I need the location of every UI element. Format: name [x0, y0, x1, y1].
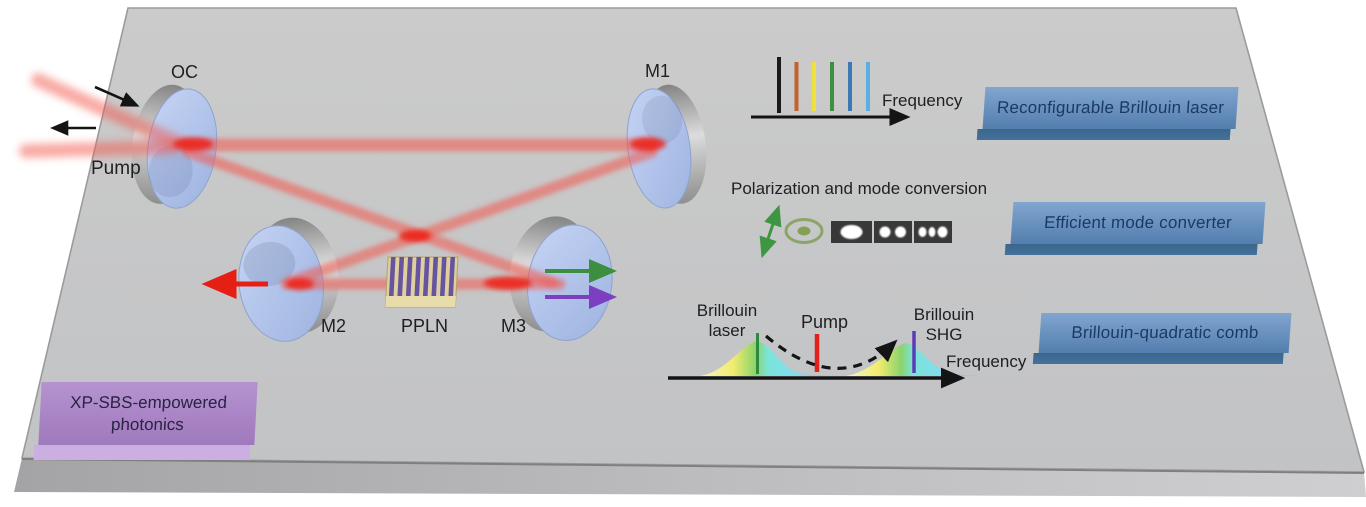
spot-crossing: [399, 230, 431, 242]
app-box-efficient-mode-converter: Efficient mode converter: [1004, 202, 1266, 255]
table-edge-line: [21, 458, 1365, 474]
title-box-line1: XP-SBS-empowered: [69, 393, 228, 413]
mirror-oc-shade: [148, 145, 193, 198]
spot-oc: [173, 137, 213, 151]
m2-label: M2: [321, 316, 347, 336]
brillouin-shg-label-line2: SHG: [925, 325, 963, 344]
pump-label: Pump: [91, 158, 141, 179]
app-box-front: [1032, 353, 1284, 364]
left-peak: [700, 341, 836, 376]
circular-polarization-dot: [797, 226, 811, 236]
brillouin-shg-label-line1: Brillouin: [913, 305, 975, 324]
spot-m2: [286, 278, 314, 290]
brillouin-laser-label-line1: Brillouin: [696, 301, 758, 320]
mirror-m1-shade: [641, 95, 683, 144]
ppln-label: PPLN: [401, 316, 449, 336]
polarization-title: Polarization and mode conversion: [731, 179, 988, 198]
title-box-face: XP-SBS-empowered photonics: [38, 382, 258, 445]
app-box-brillouin-quadratic-comb: Brillouin-quadratic comb: [1032, 313, 1292, 364]
app-box-face: Efficient mode converter: [1010, 202, 1266, 244]
shg-spectrum: [668, 331, 980, 389]
oc-label: OC: [171, 62, 198, 82]
shg-frequency-label: Frequency: [946, 352, 1027, 371]
conversion-dashed-arrow: [764, 334, 898, 370]
title-box-line2: photonics: [110, 414, 185, 434]
brillouin-laser-label-line2: laser: [708, 321, 746, 340]
comb-frequency-label: Frequency: [882, 91, 963, 110]
cavity-arrows: [50, 85, 617, 309]
circular-polarization-icon: [784, 218, 824, 244]
app-box-front: [976, 129, 1231, 140]
polarization-arrow-icon: [759, 204, 782, 259]
spot-m1: [630, 137, 666, 151]
mode-icon-2: [874, 221, 912, 243]
mirror-m3: [509, 216, 613, 341]
mode-lobes: [840, 225, 948, 239]
table-front-face: [14, 458, 1366, 497]
pump-beams: [19, 73, 185, 158]
ppln-poling-stripes: [388, 257, 456, 296]
pump-reflected-beam: [19, 140, 179, 158]
beam-m1-m2: [284, 146, 658, 288]
ppln-substrate: [385, 296, 456, 307]
app-box-label: Brillouin-quadratic comb: [1070, 323, 1260, 342]
app-box-front: [1004, 244, 1258, 255]
app-box-label: Efficient mode converter: [1043, 213, 1233, 232]
m1-label: M1: [645, 61, 671, 81]
mode-conversion-icons: [759, 204, 952, 259]
pump-input-arrow: [94, 85, 140, 107]
brillouin-laser-label: Brillouin laser: [683, 301, 771, 341]
brillouin-shg-label: Brillouin SHG: [898, 305, 990, 345]
m3-label: M3: [501, 316, 527, 336]
pump-input-beam: [31, 73, 185, 150]
bright-spots: [173, 137, 666, 290]
comb-spectrum: [751, 57, 911, 126]
app-box-label: Reconfigurable Brillouin laser: [996, 98, 1225, 117]
mirror-m2-shade: [243, 241, 296, 287]
title-box-xp-sbs: XP-SBS-empowered photonics: [33, 382, 258, 460]
app-box-face: Reconfigurable Brillouin laser: [982, 87, 1239, 129]
title-box-front: [33, 445, 251, 460]
ppln-crystal: [384, 256, 459, 308]
beam-oc-m3: [182, 146, 558, 288]
app-box-face: Brillouin-quadratic comb: [1038, 313, 1292, 353]
app-box-reconfigurable-brillouin-laser: Reconfigurable Brillouin laser: [976, 87, 1239, 140]
spot-m3: [484, 276, 532, 290]
shg-pump-label: Pump: [801, 312, 849, 332]
